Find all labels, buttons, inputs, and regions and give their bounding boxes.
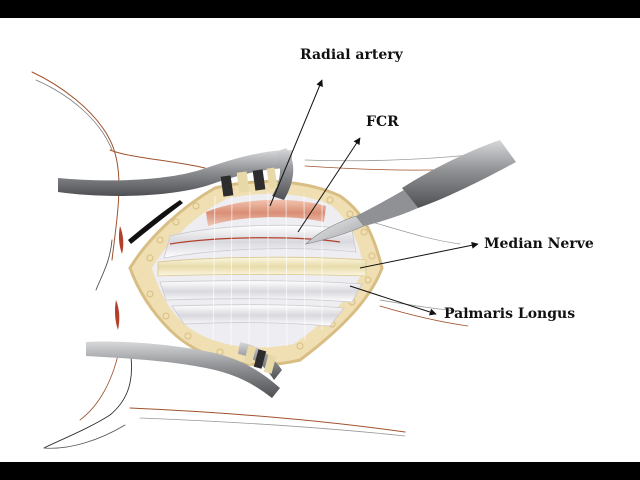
bottom-letterbox	[0, 462, 640, 480]
fcr-leader	[297, 137, 361, 233]
scalpel	[305, 140, 516, 245]
top-letterbox	[0, 0, 640, 18]
label-palmaris-longus: Palmaris Longus	[444, 306, 576, 322]
skin-outline	[31, 71, 481, 449]
palmaris-longus-leader	[349, 285, 437, 316]
fcr-tendon	[163, 224, 357, 259]
median-nerve	[157, 256, 367, 277]
fcr-edge	[169, 237, 341, 245]
radial-artery-leader	[269, 79, 323, 207]
incision-edge	[128, 200, 183, 244]
label-median-nerve: Median Nerve	[484, 236, 594, 252]
label-fcr: FCR	[366, 114, 399, 130]
deep-tendon	[171, 304, 345, 327]
retractor-lower	[86, 341, 282, 398]
retractor-icon	[86, 341, 280, 398]
radial-artery	[206, 199, 326, 226]
scalpel-icon	[402, 140, 516, 208]
retractor-icon	[58, 150, 292, 196]
palmaris-longus-tendon	[159, 280, 363, 303]
median-nerve-leader	[359, 241, 479, 269]
fiber-streaks	[212, 191, 323, 349]
leader-lines	[269, 79, 479, 316]
label-radial-artery: Radial artery	[300, 47, 403, 63]
blood-mark	[114, 300, 120, 330]
blood-mark	[118, 226, 124, 254]
